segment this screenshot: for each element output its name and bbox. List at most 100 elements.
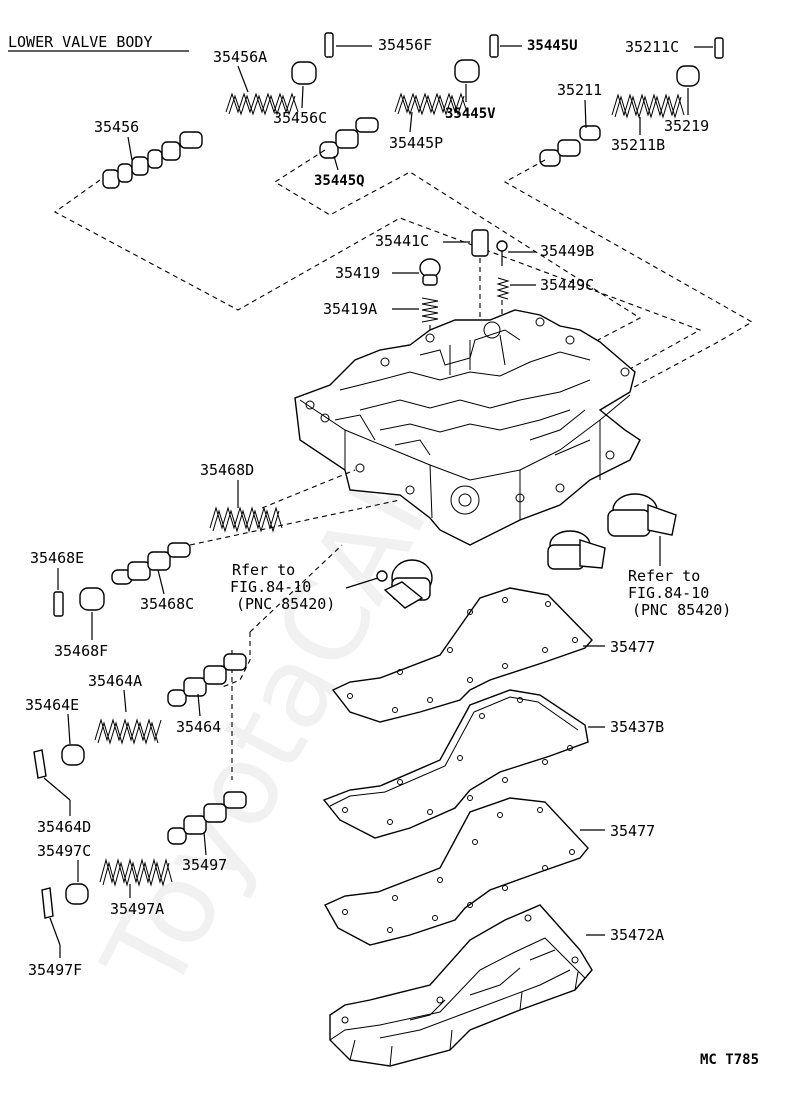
part-35219-plug	[676, 65, 700, 87]
label-35449C: 35449C	[540, 276, 594, 294]
label-35211: 35211	[557, 81, 602, 99]
label-35437B: 35437B	[610, 718, 664, 736]
ref-left-line1: Rfer to	[232, 561, 295, 579]
label-35464E: 35464E	[25, 696, 79, 714]
leader-35497	[203, 831, 207, 856]
label-35419: 35419	[335, 264, 380, 282]
label-35464A: 35464A	[88, 672, 142, 690]
part-35468E-pin	[53, 591, 64, 617]
part-35477-gasket-lower	[324, 797, 589, 946]
label-35449B: 35449B	[540, 242, 594, 260]
lower-valve-body	[294, 309, 641, 546]
part-35445V-plug	[454, 59, 480, 83]
guide-35445Q	[273, 149, 642, 341]
part-35445Q-valve	[319, 117, 379, 159]
label-35497A: 35497A	[110, 900, 164, 918]
part-35449B-ball	[496, 240, 508, 266]
part-35211C-pin	[714, 37, 724, 59]
label-35456A: 35456A	[213, 48, 267, 66]
guide-35456	[53, 179, 702, 371]
leader-35445Q	[333, 155, 339, 171]
label-35445P: 35445P	[389, 134, 443, 152]
diagram-title: LOWER VALVE BODY	[8, 33, 153, 51]
part-35456-valve	[102, 131, 203, 189]
part-35449C-spring	[496, 277, 510, 300]
label-35445V: 35445V	[445, 106, 496, 122]
guide-35211	[503, 159, 754, 401]
part-35437B-plate	[322, 689, 589, 839]
ref-right-line2: FIG.84-10	[628, 584, 709, 602]
part-35419A-spring	[421, 297, 439, 323]
part-35419-valve	[419, 258, 441, 286]
label-35497C: 35497C	[37, 842, 91, 860]
label-35211B: 35211B	[611, 136, 665, 154]
guide-35468D	[261, 469, 356, 509]
label-35445U: 35445U	[527, 38, 578, 54]
leader-35456A	[237, 65, 249, 93]
label-35472A: 35472A	[610, 926, 664, 944]
leader-35464D	[43, 777, 71, 801]
label-35464D: 35464D	[37, 818, 91, 836]
leader-35464E	[67, 713, 71, 745]
part-35468C-valve	[111, 542, 191, 585]
part-35464E-plug	[61, 744, 85, 766]
leader-35445P	[409, 111, 413, 133]
part-35497-valve	[167, 791, 247, 845]
part-35456F-pin	[324, 32, 334, 58]
label-35497F: 35497F	[28, 961, 82, 979]
part-35464-valve	[167, 653, 247, 707]
part-35445P-spring	[394, 92, 468, 116]
part-35464D-pin	[33, 749, 47, 779]
part-35441C-sleeve	[471, 229, 489, 257]
leader-35464A	[123, 689, 127, 713]
label-35219: 35219	[664, 117, 709, 135]
label-35477-lower: 35477	[610, 822, 655, 840]
figure-code: MC T785	[700, 1052, 759, 1068]
part-solenoid-center	[547, 530, 606, 570]
part-35456A-spring	[225, 92, 299, 116]
guide-35464	[219, 632, 251, 689]
part-35497F-pin	[41, 887, 54, 919]
part-35445U-pin	[489, 34, 499, 58]
ref-left-line3: (PNC 85420)	[236, 595, 335, 613]
label-35456: 35456	[94, 118, 139, 136]
label-35456C: 35456C	[273, 109, 327, 127]
part-35497A-spring	[99, 858, 173, 887]
label-35497: 35497	[182, 856, 227, 874]
label-35468C: 35468C	[140, 595, 194, 613]
part-35497C-plug	[65, 883, 89, 905]
leader-35456C	[301, 85, 304, 109]
leader-35456	[127, 136, 133, 161]
label-35468D: 35468D	[200, 461, 254, 479]
label-35464: 35464	[176, 718, 221, 736]
reference-left: Rfer to FIG.84-10 (PNC 85420)	[230, 561, 335, 613]
leader-35497F	[49, 917, 61, 946]
part-35477-gasket-upper	[331, 587, 593, 723]
leader-ref-left	[345, 577, 379, 589]
label-35468F: 35468F	[54, 642, 108, 660]
label-35441C: 35441C	[375, 232, 429, 250]
leader-35468C	[157, 569, 165, 595]
part-solenoid-right	[607, 493, 677, 537]
leader-35464	[197, 693, 201, 717]
part-35211B-spring	[611, 93, 685, 119]
ref-left-line2: FIG.84-10	[230, 578, 311, 596]
leader-35211	[584, 99, 587, 129]
reference-right: Refer to FIG.84-10 (PNC 85420)	[628, 567, 731, 619]
ref-right-line3: (PNC 85420)	[632, 601, 731, 619]
label-35419A: 35419A	[323, 300, 377, 318]
part-35456C-plug	[291, 61, 317, 85]
ref-right-line1: Refer to	[628, 567, 700, 585]
part-35211-valve	[539, 125, 601, 167]
guide-35464-top	[249, 544, 343, 633]
label-35211C: 35211C	[625, 38, 679, 56]
part-solenoid-left	[376, 559, 433, 609]
label-35456F: 35456F	[378, 36, 432, 54]
part-35472A-cover	[329, 904, 593, 1067]
label-35468E: 35468E	[30, 549, 84, 567]
part-35468F-plug	[79, 587, 105, 611]
label-35477-upper: 35477	[610, 638, 655, 656]
part-35464A-spring	[94, 718, 162, 745]
